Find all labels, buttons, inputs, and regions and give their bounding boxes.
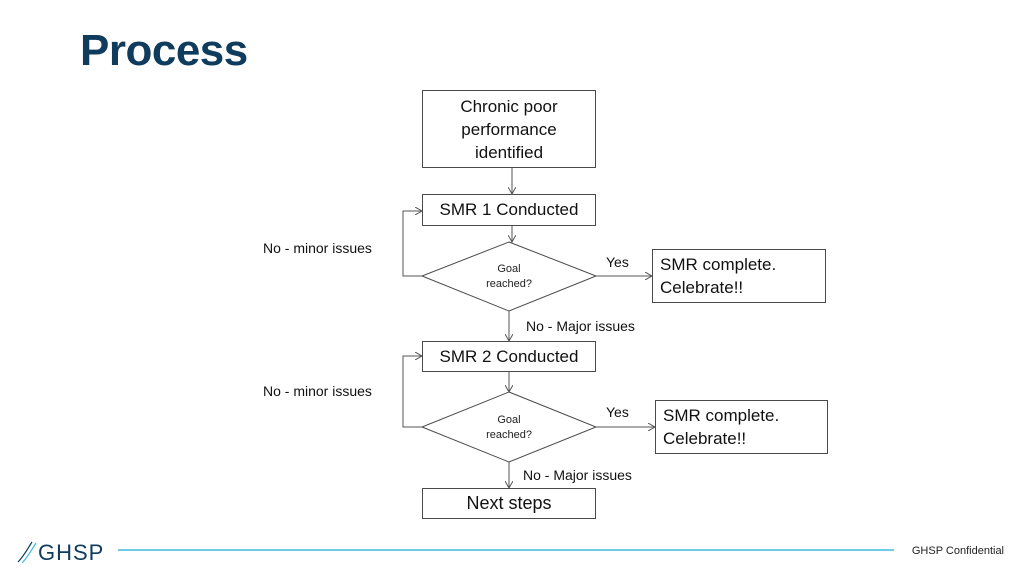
page-title: Process [80, 26, 248, 75]
edge-label-major1: No - Major issues [526, 318, 635, 334]
svg-text:GHSP: GHSP [38, 540, 104, 565]
edge-label-yes2: Yes [606, 404, 629, 420]
edge-label-minor2: No - minor issues [263, 383, 372, 399]
node-smr1-label: SMR 1 Conducted [439, 200, 579, 219]
node-next-label: Next steps [466, 493, 552, 513]
edge-label-yes1: Yes [606, 254, 629, 270]
edge-label-major2: No - Major issues [523, 467, 632, 483]
confidential-label: GHSP Confidential [911, 545, 1004, 557]
company-logo: GHSP [14, 536, 110, 571]
node-start: Chronic poor performance identified [422, 90, 596, 168]
node-next: Next steps [422, 488, 596, 519]
node-smr1: SMR 1 Conducted [422, 194, 596, 226]
node-complete2: SMR complete. Celebrate!! [655, 400, 828, 454]
arrow-minor2-loop [402, 356, 422, 428]
arrow-minor1-loop [402, 211, 422, 277]
decision2-label: Goal reached? [486, 414, 532, 441]
node-complete2-label: SMR complete. Celebrate!! [663, 406, 780, 448]
node-complete1: SMR complete. Celebrate!! [652, 249, 826, 303]
edge-label-minor1: No - minor issues [263, 240, 372, 256]
node-complete1-label: SMR complete. Celebrate!! [660, 255, 777, 297]
node-smr2-label: SMR 2 Conducted [439, 346, 579, 366]
decision1-label: Goal reached? [486, 263, 532, 290]
node-start-label: Chronic poor performance identified [460, 96, 558, 162]
node-smr2: SMR 2 Conducted [422, 341, 596, 372]
